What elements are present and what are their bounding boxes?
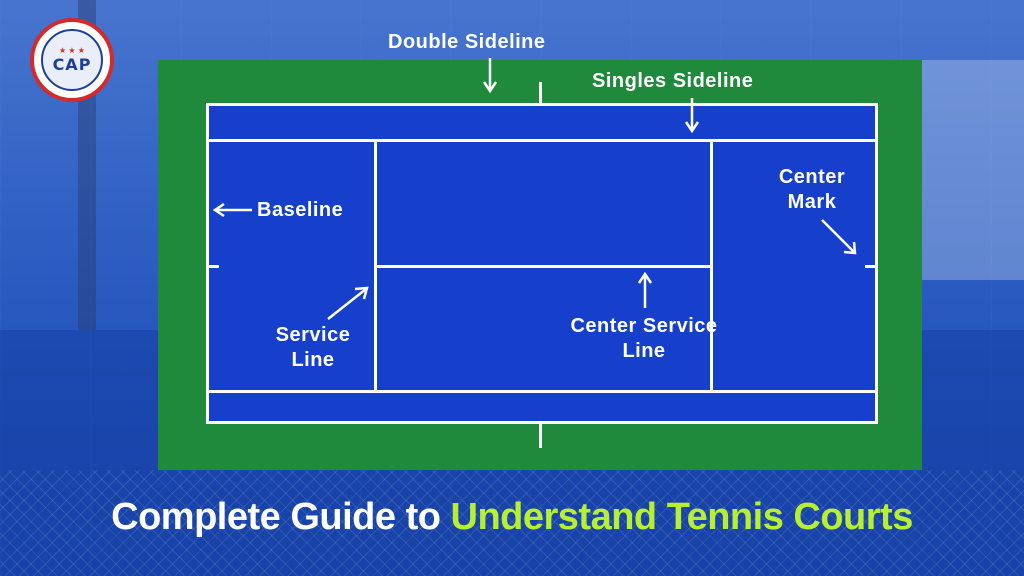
baseline-label: Baseline <box>257 199 344 221</box>
center-mark-label: Center Mark <box>762 165 862 215</box>
logo-stars: ★ ★ ★ <box>59 45 85 55</box>
singles-sideline-bottom <box>209 390 875 393</box>
center-service-line-arrow <box>637 271 653 308</box>
double-sideline-label: Double Sideline <box>388 31 546 53</box>
service-line-arrow <box>327 286 369 320</box>
service-line-label-line1: Service <box>275 324 351 346</box>
title-highlight: Understand Tennis Courts <box>450 496 914 538</box>
logo-emblem: ★ ★ ★ CAP <box>41 29 103 91</box>
center-service-line-label: Center Service Line <box>544 314 744 364</box>
academy-logo: ★ ★ ★ CAP <box>30 18 114 102</box>
center-mark-label-line2: Mark <box>787 191 837 213</box>
baseline-arrow <box>212 202 252 218</box>
logo-text: CAP <box>52 54 92 74</box>
center-mark-left <box>209 265 219 268</box>
service-line-label-line2: Line <box>291 349 335 371</box>
center-service-line-label-line1: Center Service <box>570 315 718 337</box>
singles-sideline-arrow <box>684 98 700 134</box>
center-mark-arrow <box>821 219 857 255</box>
tennis-court <box>206 103 878 424</box>
background-net <box>0 470 1024 576</box>
center-service-line-label-line2: Line <box>622 340 666 362</box>
page-title: Complete Guide to Understand Tennis Cour… <box>0 496 1024 539</box>
center-service-line <box>375 265 712 268</box>
center-mark-right <box>865 265 875 268</box>
title-prefix: Complete Guide to <box>111 496 451 538</box>
singles-sideline-label: Singles Sideline <box>592 70 754 92</box>
center-mark-label-line1: Center <box>778 166 846 188</box>
singles-sideline-top <box>209 139 875 142</box>
double-sideline-arrow <box>482 58 498 94</box>
service-line-label: Service Line <box>262 323 364 373</box>
